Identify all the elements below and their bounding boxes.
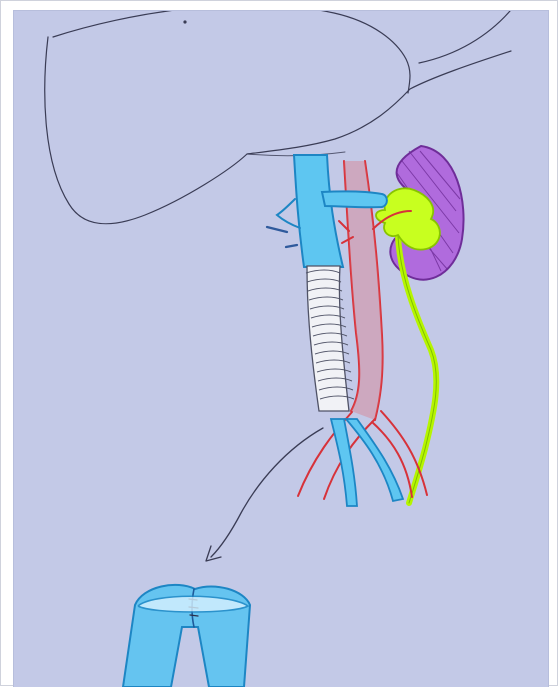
liver-upper-lobe-line: [53, 5, 410, 93]
iliac-vein-left: [331, 419, 357, 506]
clip-marker: [267, 227, 297, 247]
ivc-upper: [294, 155, 343, 267]
renal-vein: [322, 191, 387, 207]
arrow-icon: [211, 428, 323, 557]
pencil-dot: [183, 20, 186, 23]
